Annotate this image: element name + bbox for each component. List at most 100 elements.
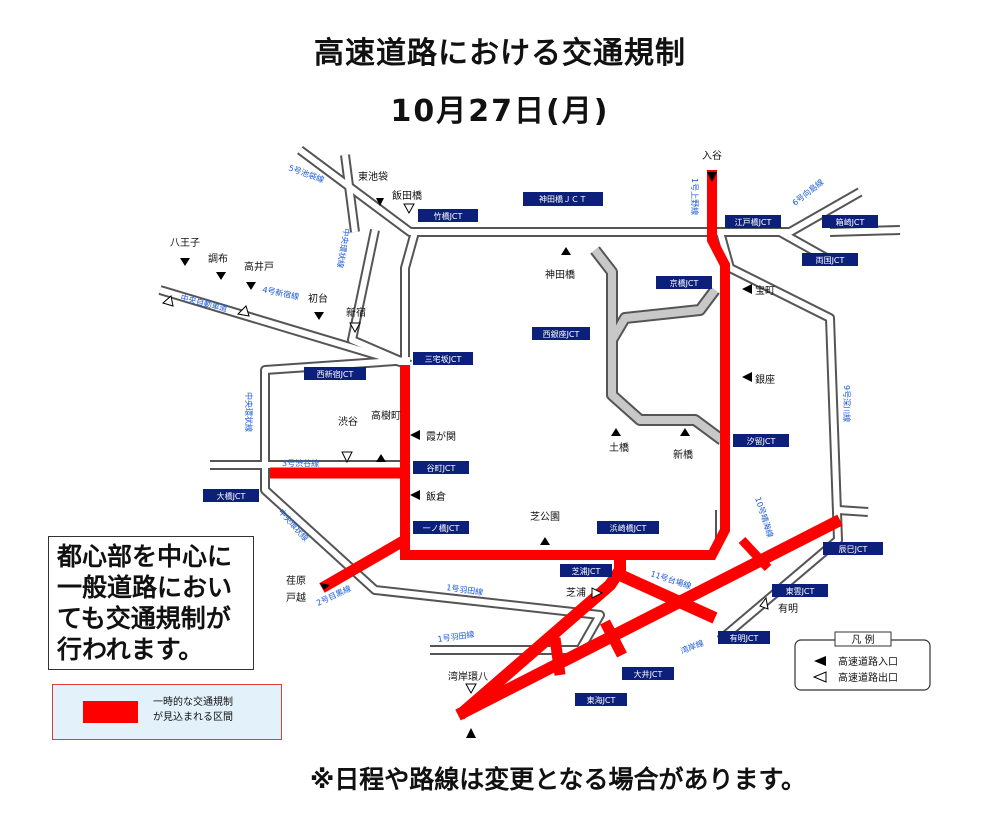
place-label: 調布 bbox=[208, 252, 228, 265]
entrance-marker bbox=[376, 454, 386, 462]
page-date: 10月27日(月) bbox=[390, 94, 610, 129]
jct-ryogoku: 両国JCT bbox=[802, 253, 858, 266]
place-label: 東池袋 bbox=[358, 170, 388, 183]
entrance-marker bbox=[742, 372, 752, 382]
jct-label: 西銀座JCT bbox=[543, 329, 580, 339]
entrance-marker bbox=[376, 198, 384, 206]
place-label: 土橋 bbox=[609, 441, 629, 454]
place-label: 高井戸 bbox=[244, 260, 274, 273]
jct-ichinohashi: 一ノ橋JCT bbox=[413, 521, 469, 534]
route-label: 中央環状線 bbox=[335, 228, 352, 269]
legend-exit-icon bbox=[812, 671, 827, 683]
jct-label: 京橋JCT bbox=[670, 278, 699, 288]
place-label: 戸越 bbox=[286, 591, 306, 604]
regulation-legend-line: が見込まれる区間 bbox=[153, 712, 233, 723]
place-label: 神田橋 bbox=[545, 268, 575, 281]
jct-shiodome: 汐留JCT bbox=[733, 434, 789, 447]
entrance-marker bbox=[707, 172, 717, 182]
jct-shinonome: 東雲JCT bbox=[772, 584, 828, 597]
jct-oi: 大井JCT bbox=[622, 667, 674, 680]
route-label: 10号晴海線 bbox=[753, 496, 776, 539]
jct-label: 西新宿JCT bbox=[317, 369, 354, 379]
notice-box: 都心部を中心に 一般道路におい ても交通規制が 行われます。 bbox=[48, 536, 254, 670]
jct-tatsumi: 辰巳JCT bbox=[823, 542, 883, 555]
place-label: 八王子 bbox=[170, 237, 200, 249]
jct-hamazakibashi: 浜崎橋JCT bbox=[597, 521, 659, 534]
place-label: 飯田橋 bbox=[392, 189, 422, 202]
place-label: 新橋 bbox=[673, 448, 693, 461]
entrance-marker bbox=[180, 258, 190, 266]
jct-hakozaki: 箱崎JCT bbox=[822, 215, 878, 228]
regulated-sections bbox=[270, 170, 843, 721]
entrance-marker bbox=[410, 490, 420, 500]
jct-label: 江戸橋JCT bbox=[735, 217, 772, 227]
route-label: 6号向島線 bbox=[790, 177, 825, 208]
jct-label: 東海JCT bbox=[587, 695, 616, 705]
exit-marker bbox=[759, 596, 769, 610]
jct-label: 箱崎JCT bbox=[836, 217, 865, 227]
route-label: 9号深川線 bbox=[842, 385, 852, 422]
route-label: 4号新宿線 bbox=[262, 284, 300, 301]
exit-marker bbox=[236, 305, 250, 317]
jct-boxes: 竹橋JCT 神田橋ＪＣＴ 江戸橋JCT 箱崎JCT 両国JCT 京橋JCT 西銀… bbox=[203, 192, 883, 706]
legend-entrance-icon bbox=[814, 656, 826, 666]
jct-label: 三宅坂JCT bbox=[425, 354, 462, 364]
entrance-marker bbox=[540, 537, 550, 545]
regulation-legend: 一時的な交通規制 が見込まれる区間 bbox=[52, 684, 282, 740]
exit-marker bbox=[403, 203, 415, 215]
place-label: 有明 bbox=[778, 602, 798, 615]
highway-roads bbox=[158, 145, 901, 655]
jct-label: 芝浦JCT bbox=[572, 566, 601, 576]
place-names: 入谷 東池袋 飯田橋 八王子 調布 高井戸 初台 新宿 神田橋 宝町 銀座 霞が… bbox=[170, 150, 798, 683]
jct-kyobashi: 京橋JCT bbox=[656, 276, 712, 289]
route-label: 湾岸線 bbox=[679, 638, 705, 656]
entrance-marker bbox=[314, 312, 324, 320]
notice-line: 都心部を中心に bbox=[57, 542, 233, 571]
jct-shibaura: 芝浦JCT bbox=[560, 564, 612, 577]
notice-line: 一般道路におい bbox=[57, 573, 233, 602]
place-label: 入谷 bbox=[702, 150, 722, 162]
entrance-marker bbox=[742, 284, 752, 294]
jct-miyakezaka: 三宅坂JCT bbox=[413, 352, 473, 365]
entrance-marker bbox=[216, 272, 226, 280]
place-label: 宝町 bbox=[755, 284, 775, 297]
exit-marker bbox=[349, 322, 361, 334]
jct-label: 東雲JCT bbox=[786, 586, 815, 596]
jct-label: 大井JCT bbox=[634, 669, 663, 679]
place-label: 荏原 bbox=[286, 575, 306, 587]
route-label: 3号渋谷線 bbox=[282, 458, 319, 468]
place-label: 新宿 bbox=[346, 306, 366, 319]
entrance-marker bbox=[246, 282, 256, 290]
entrance-marker bbox=[410, 430, 420, 440]
jct-label: 一ノ橋JCT bbox=[423, 523, 460, 533]
legend-entrance-label: 高速道路入口 bbox=[838, 655, 898, 668]
jct-ariake: 有明JCT bbox=[718, 631, 770, 644]
entrance-marker bbox=[561, 247, 571, 255]
jct-label: 汐留JCT bbox=[747, 436, 776, 446]
legend-heading: 凡 例 bbox=[851, 633, 874, 646]
legend-box: 凡 例 高速道路入口 高速道路出口 bbox=[794, 631, 931, 691]
jct-ohashi: 大橋JCT bbox=[203, 489, 259, 502]
exit-marker bbox=[341, 451, 353, 464]
place-label: 芝浦 bbox=[566, 586, 586, 599]
entrance-marker bbox=[611, 428, 621, 436]
jct-takebashi: 竹橋JCT bbox=[418, 209, 478, 222]
exit-marker bbox=[591, 587, 604, 599]
jct-label: 浜崎橋JCT bbox=[610, 523, 647, 533]
jct-nishishinjuku: 西新宿JCT bbox=[304, 367, 366, 380]
jct-label: 竹橋JCT bbox=[434, 211, 463, 221]
jct-label: 神田橋ＪＣＴ bbox=[539, 194, 587, 204]
place-label: 渋谷 bbox=[338, 415, 358, 428]
jct-nishiginza: 西銀座JCT bbox=[532, 327, 590, 340]
jct-tanimachi: 谷町JCT bbox=[413, 461, 469, 474]
place-label: 飯倉 bbox=[426, 490, 446, 503]
jct-label: 両国JCT bbox=[816, 256, 845, 265]
legend-exit-label: 高速道路出口 bbox=[838, 671, 898, 684]
place-label: 初台 bbox=[308, 292, 328, 305]
route-label: 1号羽田線 bbox=[437, 629, 475, 644]
footer-note: ※日程や路線は変更となる場合があります。 bbox=[310, 765, 807, 794]
jct-tokai: 東海JCT bbox=[575, 693, 627, 706]
place-label: 高樹町 bbox=[371, 409, 401, 422]
jct-kandabashi: 神田橋ＪＣＴ bbox=[523, 192, 603, 206]
